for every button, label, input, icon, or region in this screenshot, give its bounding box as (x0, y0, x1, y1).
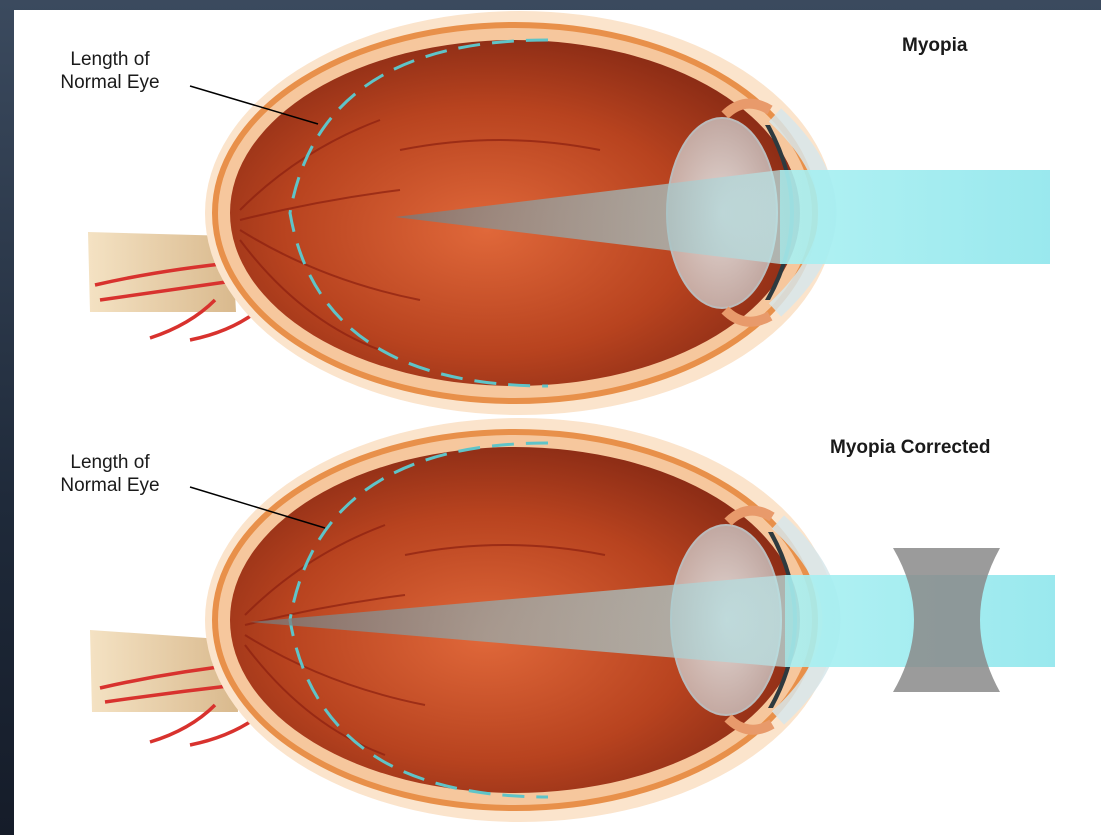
myopia-title: Myopia (902, 35, 967, 57)
corrected-eye (90, 418, 1055, 822)
myopia-eye (88, 11, 1050, 415)
normal-eye-label-top: Length of Normal Eye (30, 48, 190, 94)
normal-eye-label-line2: Normal Eye (30, 71, 190, 94)
normal-eye-label-line1-bottom: Length of (30, 451, 190, 474)
normal-eye-label-line2-bottom: Normal Eye (30, 474, 190, 497)
normal-eye-label-bottom: Length of Normal Eye (30, 451, 190, 497)
normal-eye-label-line1: Length of (30, 48, 190, 71)
myopia-corrected-title: Myopia Corrected (830, 437, 990, 459)
incoming-light-beam (780, 170, 1050, 264)
